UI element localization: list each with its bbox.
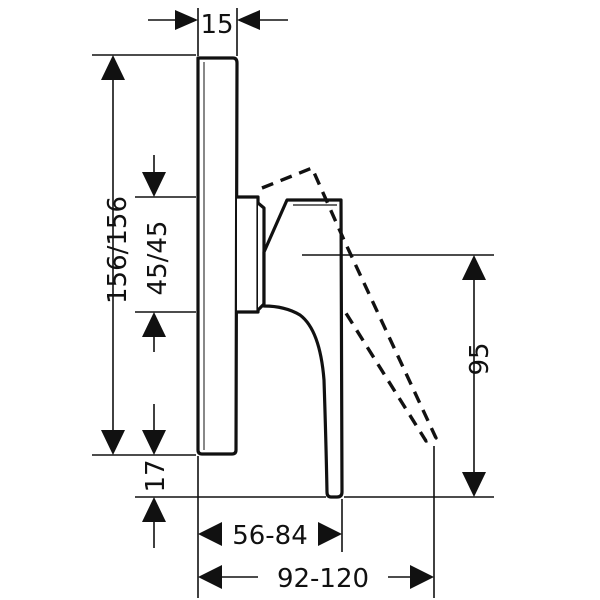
mixer-outline [196, 56, 438, 499]
dim-label-156: 156/156 [103, 196, 133, 304]
dimension-body-height: 45/45 [135, 155, 196, 352]
dimension-handle-height: 95 [302, 254, 495, 498]
dim-label-95: 95 [465, 342, 495, 375]
dimension-plate-height: 156/156 [92, 54, 196, 456]
dimension-bottom-offset: 17 [135, 404, 326, 548]
dim-label-17: 17 [141, 459, 171, 492]
mixer-body [237, 195, 260, 314]
dim-label-56-84: 56-84 [232, 521, 308, 551]
lever-handle [262, 198, 344, 499]
dim-label-45: 45/45 [143, 221, 173, 296]
dimension-projection: 56-84 [197, 456, 343, 598]
dimension-plate-depth: 15 [148, 8, 288, 56]
cover-plate [196, 56, 239, 456]
dim-label-15: 15 [200, 10, 233, 40]
dim-label-92-120: 92-120 [277, 564, 369, 594]
dimension-total-projection: 92-120 [198, 446, 435, 598]
lever-handle-open [261, 166, 438, 443]
